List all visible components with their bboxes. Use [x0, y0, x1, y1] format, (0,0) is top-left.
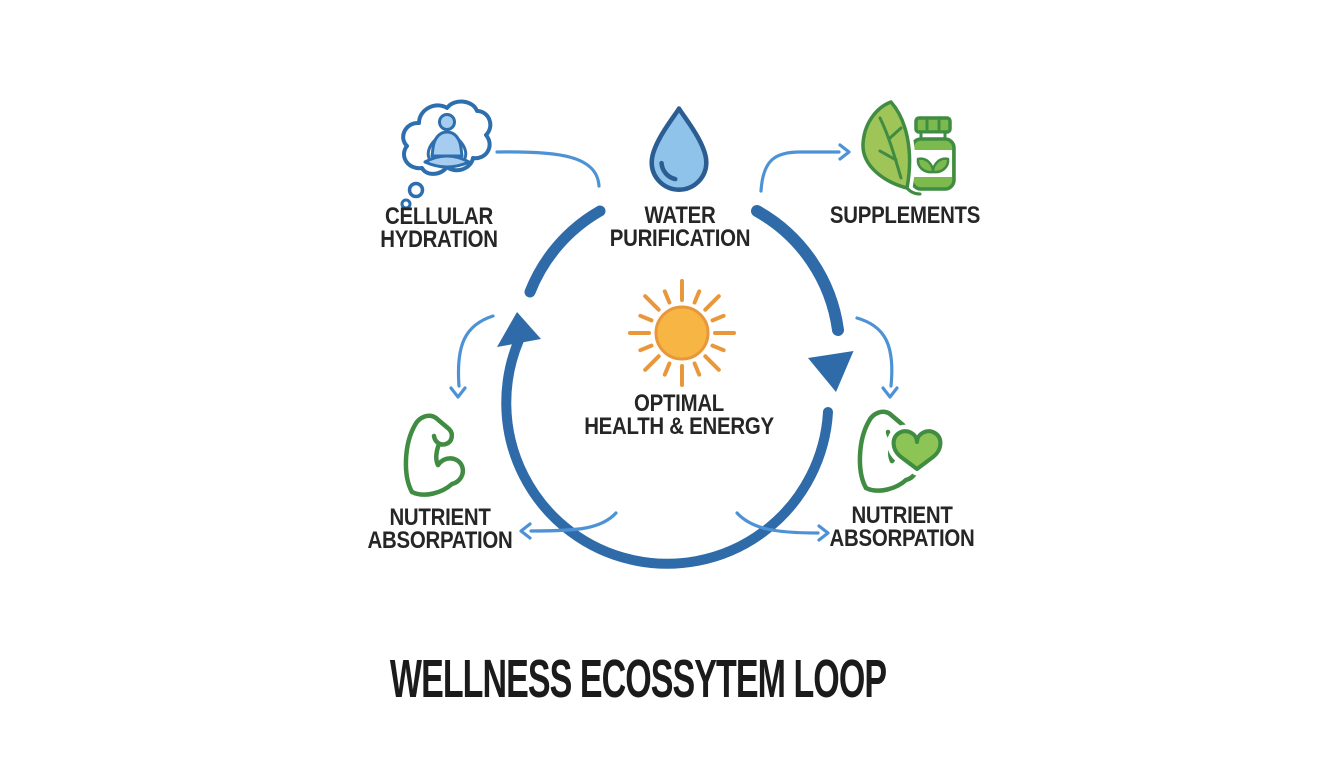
label-line: WATER [644, 202, 716, 229]
loop-arc-top-left [524, 205, 606, 298]
arrow-right-icon [817, 524, 830, 542]
label-line: SUPPLEMENTS [829, 202, 981, 229]
connector-hydration-to-absorption-left [449, 314, 495, 399]
sun-ray [643, 294, 661, 312]
sun-ray [662, 361, 672, 377]
leaf-icon [857, 96, 922, 196]
supplement-bottle [910, 116, 956, 191]
loop-arc-bottom [501, 335, 833, 569]
thought-tail-bubble [407, 181, 425, 199]
thought-tail-bubble [400, 198, 412, 210]
arrow-down-icon [881, 386, 899, 399]
connector-line [495, 150, 601, 188]
label-line: ABSORPATION [829, 525, 975, 552]
label-line: HYDRATION [380, 226, 498, 253]
leaf-supplement-bottle-icon [857, 96, 956, 196]
water-drop-icon [649, 106, 709, 192]
sun-rays [628, 279, 736, 387]
sun-ray [710, 313, 726, 323]
connector-water-to-supplements [759, 143, 851, 193]
sun-ray [703, 354, 721, 372]
sun-ray [638, 313, 654, 323]
sun-ray [710, 343, 726, 353]
loop-arc-right [751, 205, 844, 336]
label-line: PURIFICATION [609, 225, 751, 252]
green-heart-icon [887, 424, 946, 476]
arrow-down-icon [449, 386, 467, 399]
meditating-person-icon [423, 113, 471, 169]
connector-line [759, 150, 841, 193]
connector-line [456, 314, 495, 388]
label-water-purification: WATER PURIFICATION [609, 202, 751, 252]
flexed-bicep-icon [403, 413, 466, 497]
connector-supplements-to-absorption-right [855, 316, 899, 399]
loop-arrowhead-down-icon [808, 351, 854, 392]
sun-ray [703, 294, 721, 312]
label-line: OPTIMAL [633, 390, 725, 417]
label-optimal-health: OPTIMAL HEALTH & ENERGY [584, 390, 774, 440]
label-nutrient-absorption-right: NUTRIENT ABSORPATION [829, 502, 975, 552]
bicep-heart-icon [857, 409, 946, 493]
loop-arrowhead-up-icon [497, 312, 541, 347]
connector-line [529, 511, 618, 533]
arrow-right-icon [838, 143, 851, 161]
label-nutrient-absorption-left: NUTRIENT ABSORPATION [367, 504, 513, 554]
sun-core [654, 305, 710, 361]
connector-line [735, 511, 820, 535]
meditation-thought-bubble-icon [400, 99, 493, 210]
sun-ray [692, 361, 702, 377]
connector-line [855, 316, 894, 388]
connector-hydration-to-water [495, 150, 601, 188]
label-line: NUTRIENT [851, 502, 953, 529]
arrow-left-icon [519, 522, 532, 540]
label-line: ABSORPATION [367, 527, 513, 554]
connector-loop-to-absorption-left [519, 511, 618, 540]
label-line: HEALTH & ENERGY [584, 413, 774, 440]
sun-ray [638, 343, 654, 353]
sun-ray [662, 289, 672, 305]
label-cellular-hydration: CELLULAR HYDRATION [380, 203, 498, 253]
sun-icon [628, 279, 736, 387]
diagram-title: WELLNESS ECOSSYTEM LOOP [389, 649, 887, 709]
label-supplements: SUPPLEMENTS [829, 202, 981, 229]
connector-loop-to-absorption-right [735, 511, 830, 542]
label-line: NUTRIENT [389, 504, 491, 531]
label-line: CELLULAR [385, 203, 493, 230]
sun-ray [692, 289, 702, 305]
sun-ray [643, 354, 661, 372]
